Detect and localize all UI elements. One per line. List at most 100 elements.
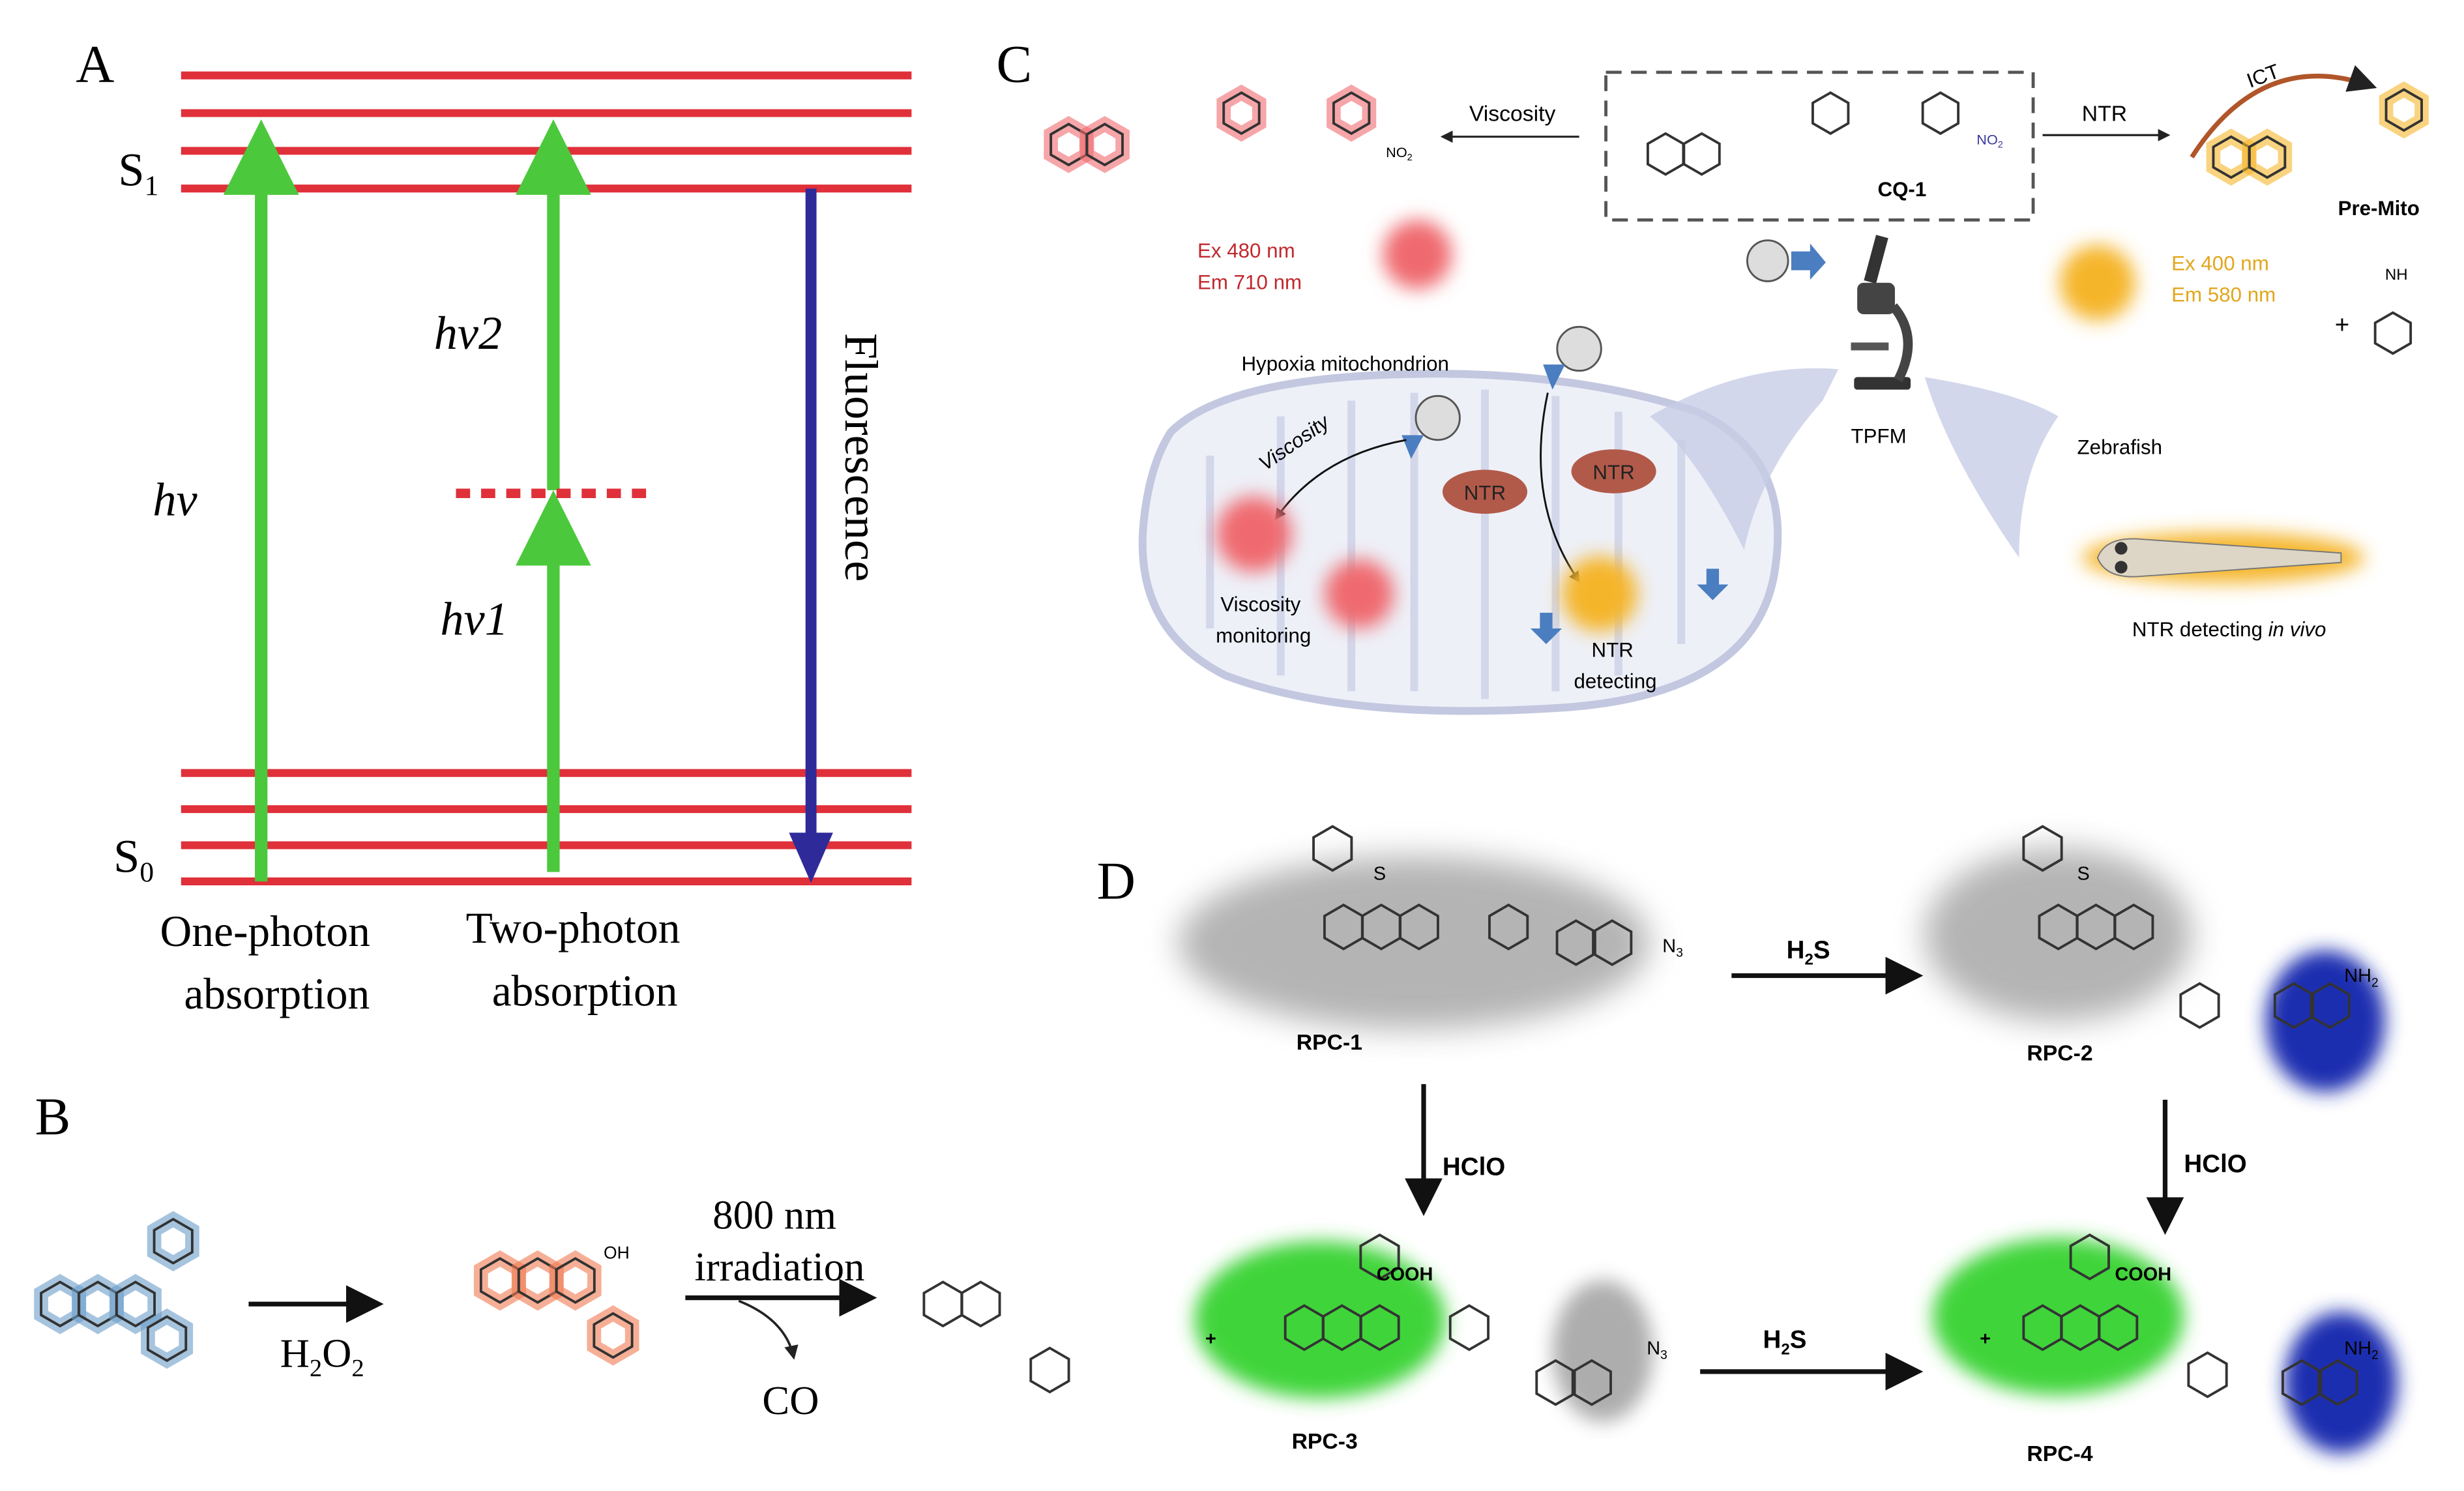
benzene-ring (1359, 1304, 1400, 1351)
light-cone-left (1650, 368, 1839, 550)
probe-photon-entering (1556, 325, 1602, 372)
benzene-ring (1811, 91, 1850, 136)
benzene-ring (1921, 91, 1960, 136)
benzene-ring (1398, 903, 1439, 951)
rpc3-n3: N3 (1647, 1338, 1667, 1362)
red-ex-em: Ex 480 nm Em 710 nm (1197, 239, 1302, 293)
rpc1-n3: N3 (1662, 936, 1683, 960)
benzene-ring (1448, 1304, 1489, 1351)
irradiation-label: 800 nm irradiation (694, 1192, 864, 1290)
viscosity-entry-arrow (1401, 435, 1424, 459)
rpc4-green-glow (1932, 1238, 2184, 1395)
ict-arrow (2190, 65, 2377, 158)
yellow-emission-spot (2060, 244, 2135, 321)
viscosity-monitoring-label: Viscosity monitoring (1216, 593, 1311, 647)
benzene-ring (1312, 825, 1353, 872)
co-release-arrow (738, 1299, 799, 1360)
one-photon-label: One-photon absorption (160, 907, 381, 1018)
pre-mito-molecule (2206, 81, 2429, 186)
red-emission-spot (1383, 220, 1452, 289)
viscosity-pathway-arrow (1274, 439, 1407, 520)
rpc1-s: S (1373, 864, 1386, 885)
benzene-ring (146, 1315, 188, 1363)
benzene-ring (1488, 903, 1529, 951)
benzene-ring (555, 1257, 596, 1305)
rpc4-blue-glow (2284, 1312, 2398, 1454)
rhodamine-coumarin-structures (1283, 825, 2358, 1406)
benzene-ring (1571, 1359, 1612, 1406)
ntr-arrow-label: NTR (2082, 102, 2127, 126)
panel-d-label: D (1097, 851, 1136, 910)
s0-label: S0 (113, 830, 154, 887)
ntr-enzyme-1: NTR (1442, 469, 1528, 514)
co-label: CO (762, 1378, 819, 1423)
rpc2-gray-glow (1924, 848, 2192, 1022)
rpc1-label: RPC-1 (1297, 1030, 1362, 1055)
fluorescence-arrowhead (789, 833, 833, 883)
hypoxia-label: Hypoxia mitochondrion (1241, 353, 1449, 376)
probe-photon-viscosity (1415, 394, 1461, 441)
rpc4-plus: + (1980, 1329, 1991, 1350)
microscope-icon (1851, 235, 1913, 390)
oh-label: OH (604, 1243, 630, 1262)
benzene-ring (153, 1217, 194, 1265)
benzene-ring (1029, 1346, 1070, 1394)
pre-mito-label: Pre-Mito (2338, 197, 2420, 220)
benzene-ring (1646, 132, 1685, 176)
panel-a-label: A (76, 34, 114, 93)
s1-energy-levels (181, 71, 912, 193)
benzene-ring (2317, 1359, 2358, 1406)
viscosity-arrow-label: Viscosity (1469, 102, 1556, 126)
probe-entry-arrow (1543, 364, 1565, 390)
benzene-ring (2098, 1304, 2139, 1351)
svg-text:NTR: NTR (1464, 481, 1506, 504)
ntr-enzyme-2: NTR (1571, 449, 1656, 494)
benzene-ring (1592, 919, 1633, 966)
rpc2-s: S (2077, 864, 2090, 885)
blue-probe-molecule (34, 1211, 199, 1369)
light-cone-right (1924, 377, 2059, 558)
rpc3-cooh: COOH (1377, 1264, 1433, 1285)
benzene-ring (2310, 982, 2351, 1029)
tpfm-label: TPFM (1851, 425, 1907, 448)
benzene-ring (1222, 91, 1261, 136)
panel-b-label: B (35, 1087, 71, 1146)
benzene-ring (2187, 1351, 2228, 1398)
plus-sign: + (2335, 311, 2350, 339)
panel-c-schematic: C NO2 Viscosity NO2 CQ-1 NTR ICT Pre-Mit… (997, 34, 2429, 715)
rpc2-nh2: NH2 (2344, 966, 2378, 990)
benzene-ring (1359, 1233, 1400, 1280)
benzene-ring (1085, 123, 1124, 167)
rpc3-label: RPC-3 (1292, 1429, 1358, 1454)
panel-a-jablonski-diagram: A S1 S0 hv hv2 hv1 Fluorescence One-phot… (76, 34, 912, 1018)
blue-arrow-1 (1530, 612, 1562, 645)
yellow-ex-em: Ex 400 nm Em 580 nm (2171, 252, 2276, 306)
benzene-ring (2373, 311, 2413, 355)
panel-d-scheme: D N3 N3 NH2 NH2 S S COOH COOH + + RPC-1 … (1097, 825, 2398, 1466)
benzene-ring (2179, 982, 2220, 1029)
rpc1-gray-glow (1179, 856, 1650, 1029)
benzene-ring (2069, 1233, 2110, 1280)
cq1-box (1604, 70, 2035, 222)
ntr-detecting-label: NTR detecting (1574, 638, 1656, 692)
product-molecule (922, 1280, 1070, 1394)
svg-text:NTR: NTR (1592, 461, 1634, 484)
benzene-ring (1332, 91, 1371, 136)
benzene-ring (1682, 132, 1721, 176)
s0-energy-levels (181, 769, 912, 885)
fluorescence-label: Fluorescence (835, 333, 887, 582)
h2s-label-top: H2S (1787, 936, 1830, 969)
s1-label: S1 (118, 143, 158, 201)
rpc3-green-glow (1194, 1241, 1446, 1398)
quinone-imine-molecule (2373, 311, 2413, 355)
excitation-photon (1746, 239, 1789, 282)
rpc3-plus: + (1205, 1329, 1216, 1350)
hclo-label-right: HClO (2184, 1150, 2246, 1178)
red-viscosity-molecule (1044, 84, 1377, 173)
h2o2-label: H2O2 (280, 1331, 364, 1382)
orange-flavonol-molecule (473, 1250, 639, 1366)
hv1-label: hv1 (440, 593, 508, 645)
benzene-ring (2113, 903, 2154, 951)
rpc4-cooh: COOH (2115, 1264, 2171, 1285)
